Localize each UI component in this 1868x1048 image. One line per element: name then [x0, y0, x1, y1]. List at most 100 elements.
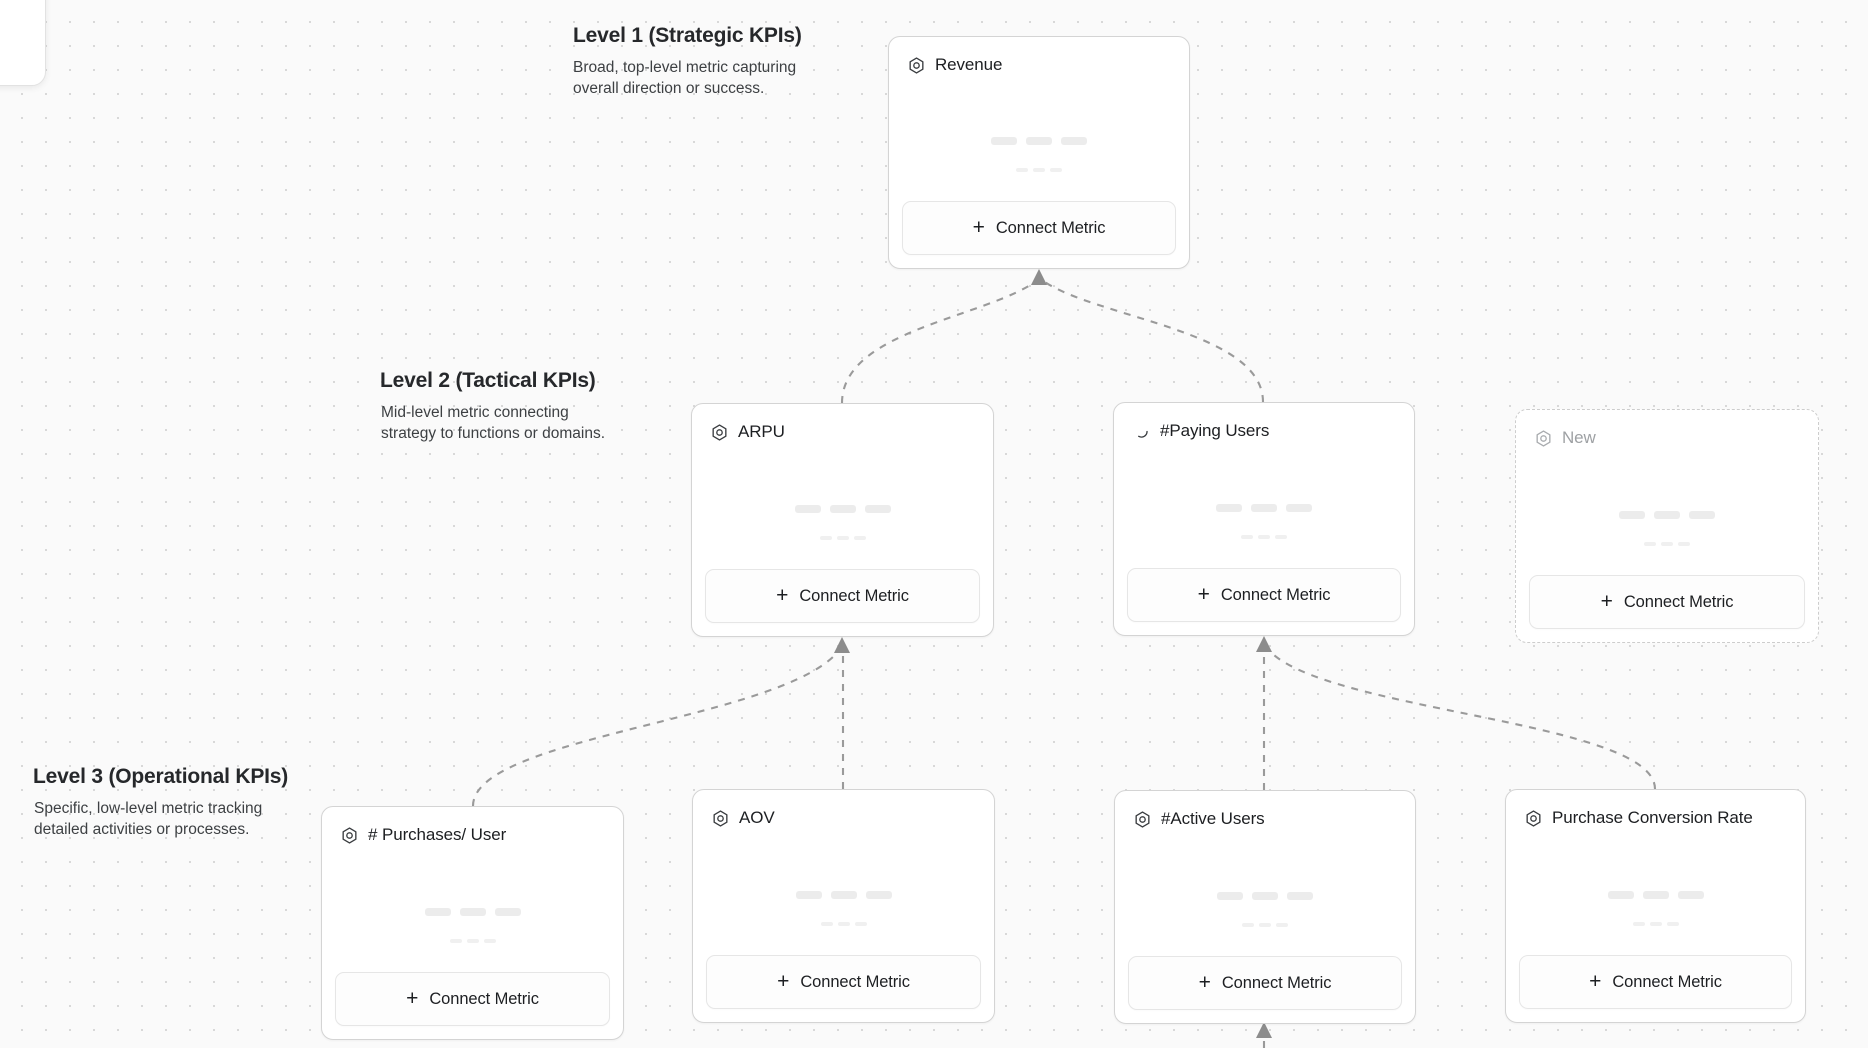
plus-icon: +	[1589, 969, 1602, 993]
floating-panel-partial[interactable]	[0, 0, 46, 86]
metric-card-header: Revenue	[889, 37, 1189, 78]
plus-icon: +	[1198, 970, 1211, 994]
metric-card-body	[1516, 451, 1818, 575]
metric-card-aov[interactable]: AOV + Connect Metric	[692, 789, 995, 1023]
level-1-description: Broad, top-level metric capturing overal…	[573, 59, 797, 98]
metric-card-body	[1114, 444, 1414, 568]
metric-card-body	[322, 848, 623, 972]
metric-card-header: #Paying Users	[1114, 403, 1414, 444]
skeleton-bar	[853, 535, 866, 540]
hexagon-target-icon	[713, 809, 728, 827]
metric-card-header: ARPU	[692, 404, 993, 445]
level-1-annotation: Level 1 (Strategic KPIs) Broad, top-leve…	[573, 24, 819, 99]
hexagon-target-icon	[1135, 810, 1150, 828]
skeleton-bar	[1217, 891, 1243, 900]
skeleton-bar	[1259, 922, 1271, 927]
metric-card-revenue[interactable]: Revenue + Connect Metric	[888, 36, 1190, 269]
arrowhead-active-users	[1256, 1022, 1272, 1038]
skeleton-bar	[483, 938, 496, 943]
skeleton-bar	[836, 535, 849, 540]
metric-card-header: Purchase Conversion Rate	[1506, 790, 1805, 831]
skeleton-bar	[1689, 510, 1715, 519]
arrowhead-arpu	[834, 637, 850, 653]
skeleton-bar	[1607, 890, 1634, 899]
connect-metric-button-new[interactable]: + Connect Metric	[1529, 575, 1805, 629]
level-2-title: Level 2 (Tactical KPIs)	[380, 369, 596, 392]
metric-card-body	[692, 445, 993, 569]
metric-skeleton-row-secondary	[693, 921, 994, 926]
connect-metric-label: Connect Metric	[800, 972, 910, 991]
connect-metric-button-purchases-per-user[interactable]: + Connect Metric	[335, 972, 610, 1026]
skeleton-bar	[794, 504, 821, 513]
hexagon-target-icon	[1536, 429, 1551, 447]
skeleton-bar	[1251, 503, 1277, 512]
skeleton-bar	[1216, 503, 1242, 512]
skeleton-bar	[854, 921, 867, 926]
skeleton-bar	[1276, 922, 1288, 927]
metric-card-title-aov: AOV	[739, 808, 775, 827]
metric-card-arpu[interactable]: ARPU + Connect Metric	[691, 403, 994, 637]
connect-metric-button-purchase-conversion-rate[interactable]: + Connect Metric	[1519, 955, 1792, 1009]
metric-card-title-arpu: ARPU	[738, 422, 785, 441]
edge-arpu-to-revenue	[840, 279, 1039, 404]
skeleton-bar	[1287, 891, 1313, 900]
metric-card-purchases-per-user[interactable]: # Purchases/ User + Connect Metric	[321, 806, 624, 1040]
connect-metric-button-revenue[interactable]: + Connect Metric	[902, 201, 1176, 255]
metric-skeleton-row-primary	[1516, 510, 1818, 519]
skeleton-bar	[1242, 922, 1254, 927]
connect-metric-button-paying-users[interactable]: + Connect Metric	[1127, 568, 1401, 622]
metric-card-header: # Purchases/ User	[322, 807, 623, 848]
edge-conversion-to-paying-users	[1266, 647, 1657, 790]
hexagon-target-icon	[909, 56, 924, 74]
skeleton-bar	[466, 938, 479, 943]
metric-card-paying-users[interactable]: #Paying Users + Connect Metric	[1113, 402, 1415, 636]
skeleton-bar	[1258, 534, 1270, 539]
plus-icon: +	[777, 969, 790, 993]
metric-skeleton-row-primary	[1506, 890, 1805, 899]
skeleton-bar	[424, 907, 451, 916]
metric-card-purchase-conversion-rate[interactable]: Purchase Conversion Rate + Connect Metri…	[1505, 789, 1806, 1023]
spinner-icon	[1138, 430, 1148, 438]
skeleton-bar	[1033, 167, 1045, 172]
skeleton-bar	[1061, 137, 1087, 146]
connect-metric-button-aov[interactable]: + Connect Metric	[706, 955, 981, 1009]
metric-skeleton-row-secondary	[1516, 541, 1818, 546]
skeleton-bar	[1661, 541, 1673, 546]
metric-skeleton-row-primary	[692, 504, 993, 513]
skeleton-bar	[820, 921, 833, 926]
metric-skeleton-row-secondary	[1114, 534, 1414, 539]
metric-card-title-paying-users: #Paying Users	[1160, 421, 1270, 440]
level-3-annotation: Level 3 (Operational KPIs) Specific, low…	[33, 765, 288, 840]
skeleton-bar	[830, 890, 857, 899]
skeleton-bar	[819, 535, 832, 540]
connect-metric-button-arpu[interactable]: + Connect Metric	[705, 569, 980, 623]
metric-skeleton-row-secondary	[322, 938, 623, 943]
metric-skeleton-row-secondary	[889, 167, 1189, 172]
skeleton-bar	[494, 907, 521, 916]
metric-card-body	[1115, 832, 1415, 956]
connect-metric-label: Connect Metric	[429, 989, 539, 1008]
skeleton-bar	[1275, 534, 1287, 539]
metric-card-title-purchase-conversion-rate: Purchase Conversion Rate	[1552, 808, 1753, 827]
plus-icon: +	[406, 986, 419, 1010]
skeleton-bar	[449, 938, 462, 943]
metric-card-active-users[interactable]: #Active Users + Connect Metric	[1114, 790, 1416, 1024]
arrowhead-paying-users	[1256, 636, 1272, 652]
metric-card-title-new: New	[1562, 428, 1596, 447]
metric-skeleton-row-primary	[889, 137, 1189, 146]
arrowhead-revenue	[1031, 269, 1047, 285]
skeleton-bar	[1642, 890, 1669, 899]
plus-icon: +	[1600, 589, 1613, 613]
skeleton-bar	[864, 504, 891, 513]
skeleton-bar	[865, 890, 892, 899]
connect-metric-button-active-users[interactable]: + Connect Metric	[1128, 956, 1402, 1010]
skeleton-bar	[1619, 510, 1645, 519]
skeleton-bar	[1649, 921, 1662, 926]
edge-paying-users-to-revenue	[1041, 279, 1265, 403]
metric-skeleton-row-primary	[1115, 891, 1415, 900]
skeleton-bar	[1016, 167, 1028, 172]
hexagon-target-icon	[712, 423, 727, 441]
metric-card-header: AOV	[693, 790, 994, 831]
metric-card-new[interactable]: New + Connect Metric	[1515, 409, 1819, 643]
